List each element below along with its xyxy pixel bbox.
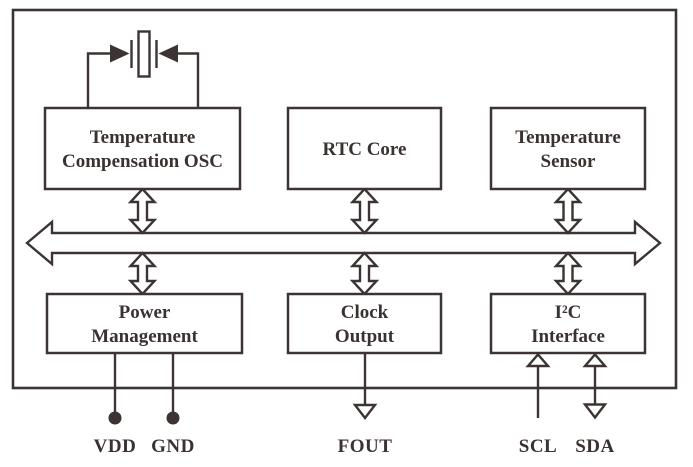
pin-scl-in-arrow: [525, 352, 551, 368]
block-power-mgmt-label-line1: Power: [119, 302, 171, 323]
block-rtc-core-label: RTC Core: [323, 139, 407, 160]
block-power-mgmt-label-line2: Management: [91, 326, 198, 347]
crystal-body: [137, 30, 151, 78]
pin-vdd: VDD: [94, 353, 137, 457]
pin-gnd-terminal: [166, 411, 180, 425]
block-temp-comp-osc-label-line1: Temperature: [90, 127, 196, 148]
block-temp-sensor: Temperature Sensor: [489, 106, 647, 191]
pin-vdd-label: VDD: [94, 436, 137, 457]
block-i2c-interface: I²C Interface: [489, 292, 647, 355]
block-clock-output-label-line1: Clock: [341, 302, 389, 323]
crystal-arrow-right: [158, 44, 178, 63]
bus-connector-clock-output: [349, 251, 380, 296]
block-rtc-core: RTC Core: [286, 106, 443, 191]
bus-connector-i2c: [553, 251, 583, 296]
pin-scl-label: SCL: [519, 436, 557, 457]
pin-sda-in-arrow: [582, 352, 608, 368]
quartz-crystal-oscillator-icon: [86, 30, 200, 108]
block-temp-sensor-label-line2: Sensor: [541, 151, 596, 172]
pin-fout-out-arrow: [352, 403, 378, 420]
bus-connector-osc: [127, 187, 158, 235]
pin-gnd-label: GND: [151, 436, 195, 457]
pin-scl: SCL: [519, 352, 557, 457]
bus-connector-temp-sensor: [553, 187, 583, 235]
pin-sda-label: SDA: [575, 436, 615, 457]
pin-gnd: GND: [151, 353, 195, 457]
block-temp-sensor-label-line1: Temperature: [515, 127, 621, 148]
crystal-wire-left: [86, 52, 110, 108]
block-power-mgmt: Power Management: [45, 292, 244, 355]
block-clock-output-label-line2: Output: [335, 326, 395, 347]
block-clock-output: Clock Output: [286, 292, 443, 355]
pin-fout-label: FOUT: [338, 436, 393, 457]
block-temp-comp-osc-label-line2: Compensation OSC: [62, 151, 223, 172]
block-i2c-interface-label-line1: I²C: [555, 302, 582, 323]
crystal-wire-right: [178, 52, 200, 108]
system-bus-arrow: [25, 219, 662, 267]
bus-connector-rtc-core: [349, 187, 380, 235]
bus-connector-power-mgmt: [127, 251, 158, 296]
crystal-arrow-left: [110, 44, 130, 63]
pin-fout: FOUT: [338, 353, 393, 457]
pin-sda: SDA: [575, 352, 615, 457]
chip-boundary: [11, 8, 678, 390]
block-i2c-interface-label-line2: Interface: [531, 326, 605, 347]
pin-vdd-terminal: [108, 411, 122, 425]
block-temp-comp-osc: Temperature Compensation OSC: [43, 106, 242, 191]
pin-sda-out-arrow: [582, 403, 608, 420]
